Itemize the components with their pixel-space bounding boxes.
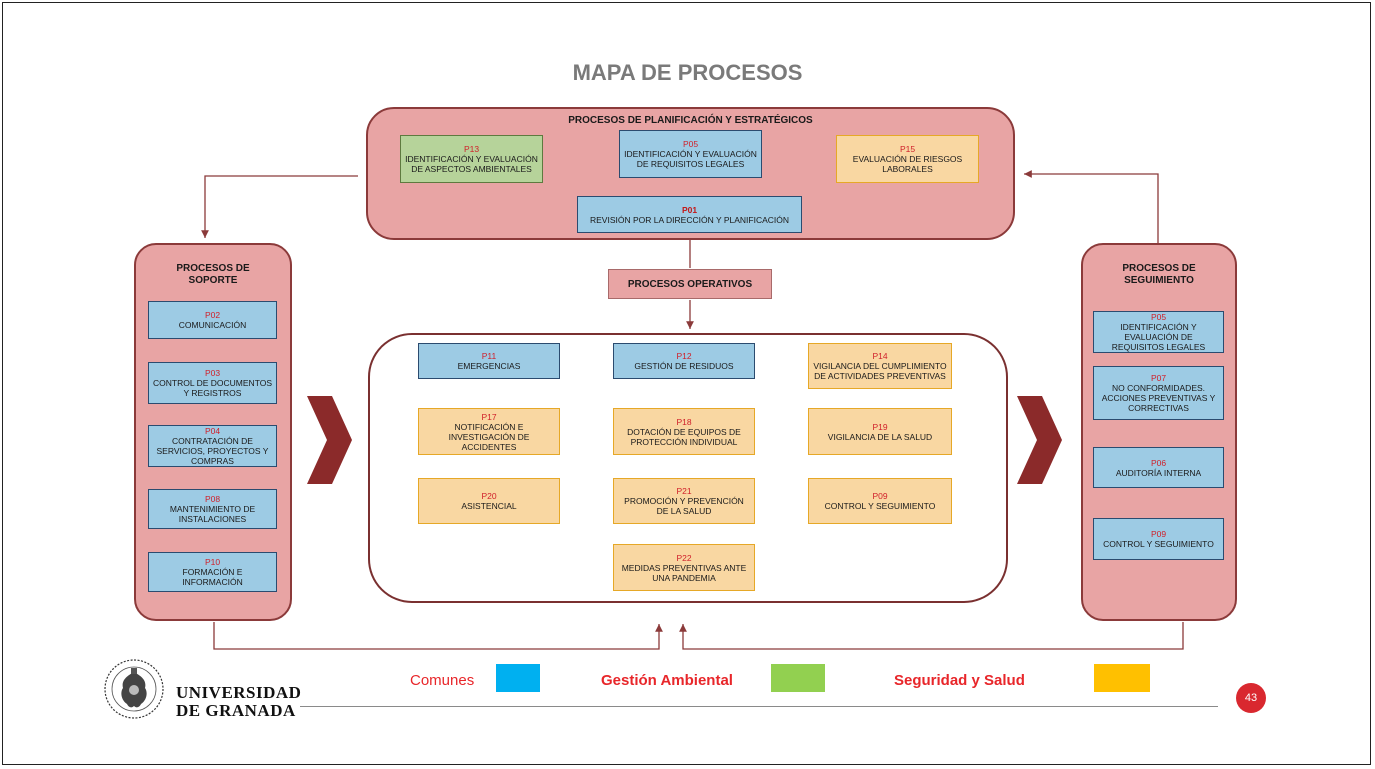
process-p02[interactable]: P02 COMUNICACIÓN bbox=[148, 301, 277, 339]
process-code: P14 bbox=[872, 351, 888, 361]
process-name: CONTROL Y SEGUIMIENTO bbox=[1103, 539, 1214, 549]
process-name: IDENTIFICACIÓN Y EVALUACIÓN DE REQUISITO… bbox=[624, 149, 757, 169]
operativos-label: PROCESOS OPERATIVOS bbox=[608, 269, 772, 299]
process-p04[interactable]: P04 CONTRATACIÓN DE SERVICIOS, PROYECTOS… bbox=[148, 425, 277, 467]
process-code: P21 bbox=[676, 486, 692, 496]
process-code: P15 bbox=[899, 144, 916, 154]
arrow-strategic-to-support bbox=[201, 175, 358, 238]
university-line2: DE GRANADA bbox=[176, 701, 296, 720]
process-p20[interactable]: P20 ASISTENCIAL bbox=[418, 478, 560, 524]
process-name: ASISTENCIAL bbox=[461, 501, 517, 511]
process-code: P07 bbox=[1150, 373, 1167, 383]
process-name: CONTROL Y SEGUIMIENTO bbox=[824, 501, 936, 511]
process-name: MEDIDAS PREVENTIVAS ANTE UNA PANDEMIA bbox=[621, 562, 747, 583]
process-code: P05 bbox=[1150, 312, 1167, 322]
process-code: P05 bbox=[682, 139, 699, 149]
process-code: P17 bbox=[481, 411, 497, 422]
process-code: P10 bbox=[204, 557, 221, 567]
process-p08[interactable]: P08 MANTENIMIENTO DE INSTALACIONES bbox=[148, 489, 277, 529]
strategic-header: PROCESOS DE PLANIFICACIÓN Y ESTRATÉGICOS bbox=[568, 115, 813, 126]
process-p05-strategic[interactable]: P05 IDENTIFICACIÓN Y EVALUACIÓN DE REQUI… bbox=[619, 130, 762, 178]
process-p19[interactable]: P19 VIGILANCIA DE LA SALUD bbox=[808, 408, 952, 455]
process-p15[interactable]: P15 EVALUACIÓN DE RIESGOS LABORALES bbox=[836, 135, 979, 183]
process-code: P22 bbox=[676, 552, 692, 563]
process-p01[interactable]: P01 REVISIÓN POR LA DIRECCIÓN Y PLANIFIC… bbox=[577, 196, 802, 233]
legend-seguridad-label: Seguridad y Salud bbox=[894, 672, 1025, 689]
process-p17[interactable]: P17 NOTIFICACIÓN E INVESTIGACIÓN DE ACCI… bbox=[418, 408, 560, 455]
process-code: P04 bbox=[204, 426, 221, 436]
process-code: P20 bbox=[481, 491, 497, 501]
process-code: P06 bbox=[1150, 457, 1167, 468]
process-name: IDENTIFICACIÓN Y EVALUACIÓN DE ASPECTOS … bbox=[405, 154, 538, 174]
legend-comunes-label: Comunes bbox=[410, 672, 475, 689]
legend-seguridad-swatch bbox=[1094, 664, 1150, 692]
process-code: P09 bbox=[1150, 529, 1167, 539]
process-name: EMERGENCIAS bbox=[457, 361, 521, 371]
chevron-right-icon bbox=[1017, 396, 1062, 484]
process-code: P09 bbox=[872, 491, 888, 501]
process-name: MANTENIMIENTO DE INSTALACIONES bbox=[169, 504, 256, 524]
page-number-badge: 43 bbox=[1236, 683, 1266, 713]
process-p12[interactable]: P12 GESTIÓN DE RESIDUOS bbox=[613, 343, 755, 379]
process-p22[interactable]: P22 MEDIDAS PREVENTIVAS ANTE UNA PANDEMI… bbox=[613, 544, 755, 591]
process-name: VIGILANCIA DEL CUMPLIMIENTO DE ACTIVIDAD… bbox=[813, 361, 947, 381]
process-p07[interactable]: P07 NO CONFORMIDADES. ACCIONES PREVENTIV… bbox=[1093, 366, 1224, 420]
process-name: FORMACIÓN E INFORMACIÓN bbox=[182, 567, 243, 587]
university-name: UNIVERSIDAD DE GRANADA bbox=[176, 684, 301, 720]
process-p14[interactable]: P14 VIGILANCIA DEL CUMPLIMIENTO DE ACTIV… bbox=[808, 343, 952, 389]
legend-ambiental-label: Gestión Ambiental bbox=[601, 672, 733, 689]
process-code: P19 bbox=[872, 421, 888, 432]
process-p09-monitoring[interactable]: P09 CONTROL Y SEGUIMIENTO bbox=[1093, 518, 1224, 560]
process-name: REVISIÓN POR LA DIRECCIÓN Y PLANIFICACIÓ… bbox=[589, 214, 789, 225]
page-title: MAPA DE PROCESOS bbox=[572, 60, 803, 85]
process-p03[interactable]: P03 CONTROL DE DOCUMENTOS Y REGISTROS bbox=[148, 362, 277, 404]
process-code: P18 bbox=[676, 416, 692, 427]
university-seal-icon bbox=[104, 659, 164, 719]
process-name: VIGILANCIA DE LA SALUD bbox=[827, 431, 933, 442]
arrow-support-to-central bbox=[213, 622, 663, 650]
monitoring-header: PROCESOS DE SEGUIMIENTO bbox=[1122, 263, 1196, 286]
legend-comunes-swatch bbox=[496, 664, 540, 692]
process-p09-operational[interactable]: P09 CONTROL Y SEGUIMIENTO bbox=[808, 478, 952, 524]
process-p06[interactable]: P06 AUDITORÍA INTERNA bbox=[1093, 447, 1224, 488]
process-name: CONTROL DE DOCUMENTOS Y REGISTROS bbox=[153, 378, 273, 398]
process-p05-monitoring[interactable]: P05 IDENTIFICACIÓN Y EVALUACIÓN DE REQUI… bbox=[1093, 311, 1224, 353]
process-name: NO CONFORMIDADES. ACCIONES PREVENTIVAS Y… bbox=[1101, 383, 1216, 413]
process-name: DOTACIÓN DE EQUIPOS DE PROTECCIÓN INDIVI… bbox=[627, 426, 741, 447]
process-p18[interactable]: P18 DOTACIÓN DE EQUIPOS DE PROTECCIÓN IN… bbox=[613, 408, 755, 455]
chevron-left-icon bbox=[307, 396, 352, 484]
process-code: P12 bbox=[676, 351, 692, 361]
process-name: IDENTIFICACIÓN Y EVALUACIÓN DE REQUISITO… bbox=[1111, 322, 1206, 352]
process-name: COMUNICACIÓN bbox=[178, 320, 247, 330]
support-header: PROCESOS DE SOPORTE bbox=[176, 263, 250, 286]
process-name: CONTRATACIÓN DE SERVICIOS, PROYECTOS Y C… bbox=[156, 436, 269, 466]
process-p21[interactable]: P21 PROMOCIÓN Y PREVENCIÓN DE LA SALUD bbox=[613, 478, 755, 524]
process-name: PROMOCIÓN Y PREVENCIÓN DE LA SALUD bbox=[624, 496, 744, 516]
monitoring-panel: PROCESOS DE SEGUIMIENTO bbox=[1081, 243, 1237, 621]
process-p10[interactable]: P10 FORMACIÓN E INFORMACIÓN bbox=[148, 552, 277, 592]
process-code: P11 bbox=[481, 351, 497, 361]
process-code: P01 bbox=[681, 204, 698, 215]
footer-divider bbox=[300, 706, 1218, 707]
process-p11[interactable]: P11 EMERGENCIAS bbox=[418, 343, 560, 379]
process-code: P02 bbox=[204, 310, 221, 320]
process-name: EVALUACIÓN DE RIESGOS LABORALES bbox=[852, 154, 963, 174]
process-code: P13 bbox=[463, 144, 480, 154]
process-name: NOTIFICACIÓN E INVESTIGACIÓN DE ACCIDENT… bbox=[448, 421, 530, 452]
arrow-monitoring-to-strategic bbox=[1024, 170, 1159, 244]
university-line1: UNIVERSIDAD bbox=[176, 683, 302, 702]
process-name: GESTIÓN DE RESIDUOS bbox=[634, 361, 734, 371]
process-code: P08 bbox=[204, 494, 221, 504]
arrow-monitoring-to-central bbox=[679, 622, 1184, 650]
legend-ambiental-swatch bbox=[771, 664, 825, 692]
process-name: AUDITORÍA INTERNA bbox=[1115, 467, 1202, 478]
process-p13[interactable]: P13 IDENTIFICACIÓN Y EVALUACIÓN DE ASPEC… bbox=[400, 135, 543, 183]
process-code: P03 bbox=[204, 368, 221, 378]
